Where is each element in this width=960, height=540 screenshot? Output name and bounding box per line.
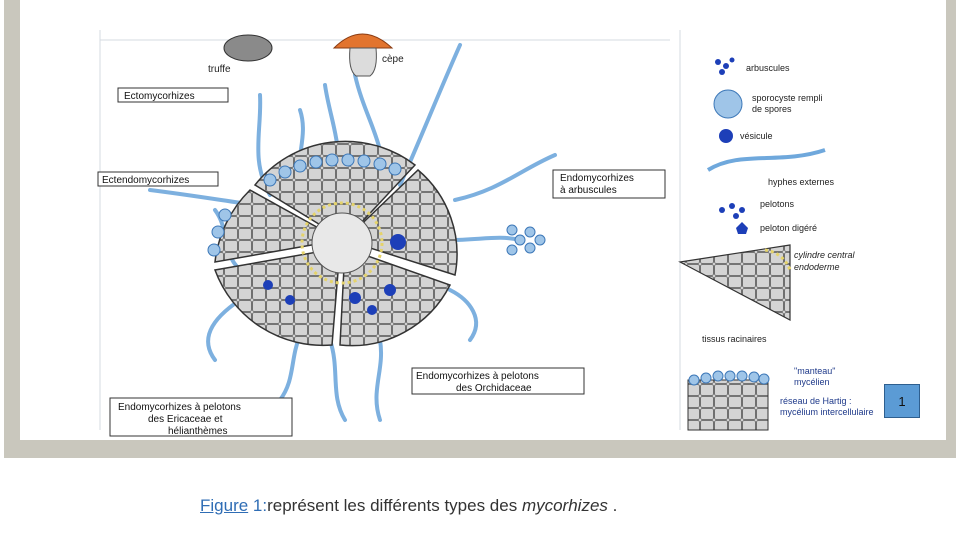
caption-end: . <box>607 496 618 515</box>
digested-peloton-icon <box>736 222 748 234</box>
legend-arbuscules: arbuscules <box>746 63 790 73</box>
peloton-icon <box>719 203 745 219</box>
legend-vesicule: vésicule <box>740 131 773 141</box>
fungal-mantle <box>207 153 402 257</box>
legend-sporocyste-2: de spores <box>752 104 792 114</box>
endo-arb-label-2: à arbuscules <box>560 185 617 196</box>
legend-pelotons: pelotons <box>760 199 795 209</box>
legend: arbuscules sporocyste rempli de spores v… <box>678 57 874 431</box>
legend-hartig-1: réseau de Hartig : <box>780 396 852 406</box>
truffe-label: truffe <box>208 64 231 75</box>
legend-peloton-digere: peloton digéré <box>760 223 817 233</box>
legend-sporocyste-1: sporocyste rempli <box>752 93 823 103</box>
sporocyst-icon <box>713 89 743 119</box>
figure-panel <box>20 0 946 440</box>
caption-italic: mycorhizes <box>521 496 608 515</box>
ericaceae-label-1: Endomycorhizes à pelotons <box>118 402 241 413</box>
endo-arbuscule-box: Endomycorhizes à arbuscules <box>552 169 666 199</box>
intracellular-structures <box>263 234 406 315</box>
endo-arb-label-1: Endomycorhizes <box>560 173 634 184</box>
orchid-label-1: Endomycorhizes à pelotons <box>416 371 539 382</box>
figure-caption: Figure 1:représent les différents types … <box>200 496 617 516</box>
legend-manteau-1: "manteau" <box>794 366 835 376</box>
arbuscules-icon <box>715 57 735 75</box>
mantle-detail-icon <box>687 370 770 431</box>
caption-figure-word[interactable]: Figure <box>200 496 249 515</box>
ecto-box: Ectomycorhizes <box>117 87 229 103</box>
legend-cylindre: cylindre central <box>794 250 856 260</box>
ericaceae-label-3: hélianthèmes <box>168 426 227 437</box>
ectendo-label: Ectendomycorhizes <box>102 175 189 186</box>
sporocyst-cluster <box>506 224 546 256</box>
cepe-label: cèpe <box>382 54 404 65</box>
cep-mushroom-icon <box>332 33 394 77</box>
ectendo-box: Ectendomycorhizes <box>97 171 219 187</box>
legend-endoderme: endoderme <box>794 262 840 272</box>
legend-hartig-2: mycélium intercellulaire <box>780 407 874 417</box>
truffle-icon <box>223 34 273 62</box>
legend-hyphes: hyphes externes <box>768 177 835 187</box>
legend-manteau-2: mycélien <box>794 377 830 387</box>
panel-guides <box>99 30 681 430</box>
ericaceae-box: Endomycorhizes à pelotons des Ericaceae … <box>109 397 293 437</box>
tissue-wedge-icon <box>678 244 791 321</box>
root-cross-section <box>213 140 458 347</box>
caption-text: représent les différents types des <box>267 496 522 515</box>
ericaceae-label-2: des Ericaceae et <box>148 414 223 425</box>
ecto-label: Ectomycorhizes <box>124 91 195 102</box>
hyphae-icon <box>706 148 826 172</box>
caption-number: 1: <box>252 496 268 515</box>
figure-number-badge: 1 <box>884 384 920 418</box>
orchid-label-2: des Orchidaceae <box>456 383 532 394</box>
orchid-box: Endomycorhizes à pelotons des Orchidacea… <box>411 367 585 395</box>
legend-tissus: tissus racinaires <box>702 334 767 344</box>
vesicle-icon <box>719 129 733 143</box>
